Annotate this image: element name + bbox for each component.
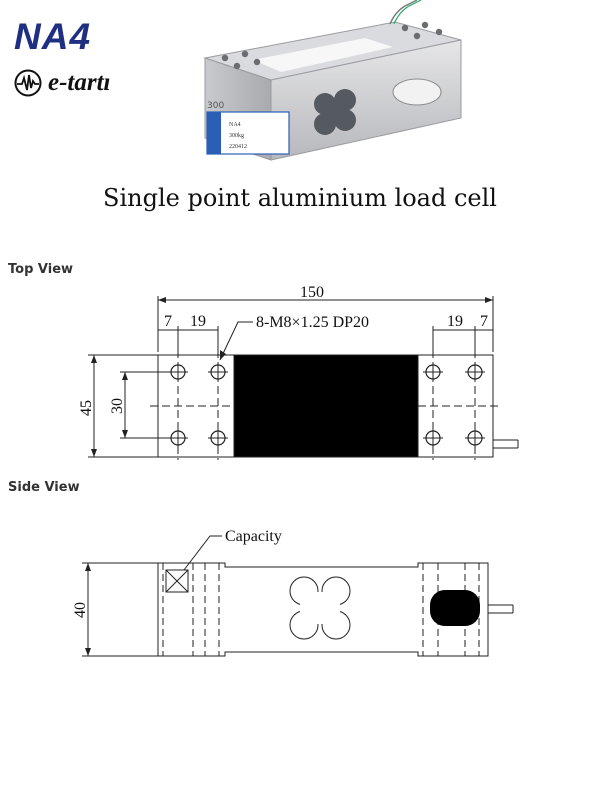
dim-height: 40: [72, 602, 89, 618]
pulse-logo-icon: [14, 69, 42, 97]
dim-overall-length: 150: [300, 284, 324, 301]
side-view-title: Side View: [8, 480, 80, 495]
photo-label-line: 300kg: [229, 133, 244, 139]
capacity-label: Capacity: [225, 528, 282, 545]
dim-edge-left: 7: [164, 313, 172, 330]
photo-capacity-mark: 300: [207, 101, 224, 111]
brand-logo: e-tartı: [14, 66, 111, 100]
side-slot: [430, 590, 480, 626]
photo-label-line: NA4: [229, 122, 241, 128]
thread-note: 8-M8×1.25 DP20: [256, 314, 369, 331]
dim-width: 45: [78, 400, 95, 416]
product-description: Single point aluminium load cell: [103, 184, 497, 212]
top-view-center-block: [233, 354, 419, 458]
brand-name: e-tartı: [48, 69, 111, 96]
side-view-body: [157, 562, 489, 657]
dim-hole-right: 19: [447, 313, 463, 330]
side-view-drawing: Capacity 40: [72, 528, 514, 657]
product-photo: 300 NA4 300kg 220412: [203, 0, 462, 161]
top-view-drawing: 150 7 19 19 7 8-M8×1.25 DP20 45 30: [78, 284, 519, 460]
capacity-box: [165, 569, 189, 593]
model-name: NA4: [14, 16, 92, 57]
dim-edge-right: 7: [480, 313, 488, 330]
dim-hole-left: 19: [190, 313, 206, 330]
dim-hole-spacing: 30: [109, 398, 126, 414]
photo-label-line: 220412: [229, 144, 247, 150]
top-view-title: Top View: [8, 262, 74, 277]
